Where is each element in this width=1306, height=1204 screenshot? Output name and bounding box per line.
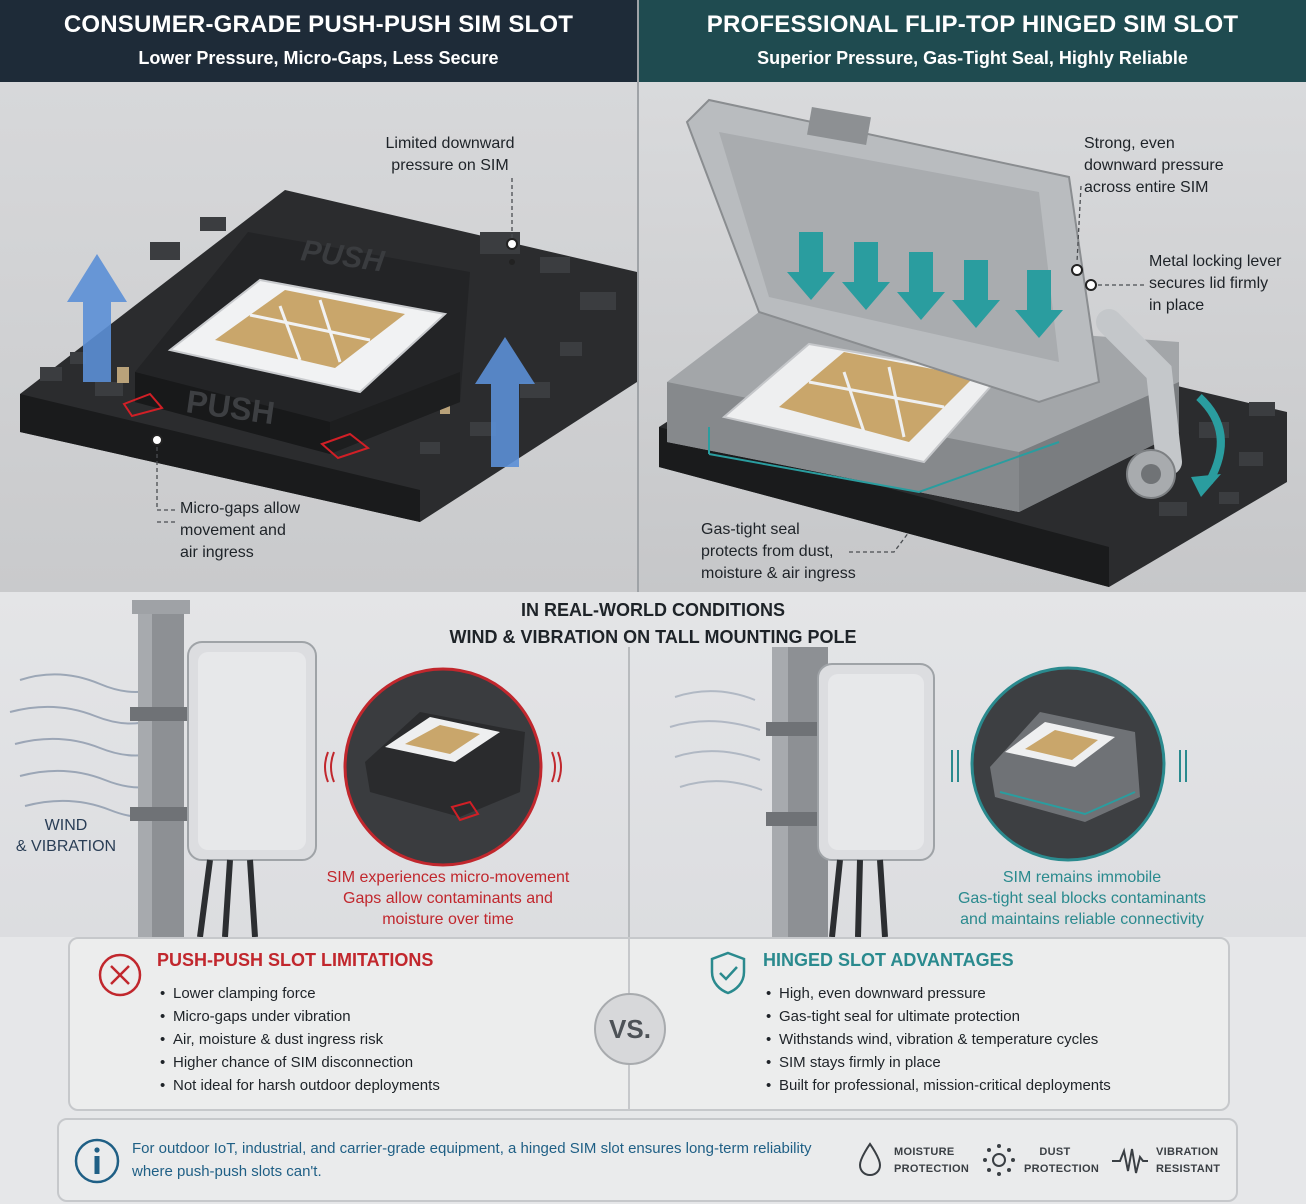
limitations-title: PUSH-PUSH SLOT LIMITATIONS [157, 950, 434, 970]
wind-vibration-label: WIND & VIBRATION [12, 815, 120, 857]
callout-line: pressure on SIM [391, 157, 509, 174]
info-icon [74, 1138, 120, 1184]
advantages-title: HINGED SLOT ADVANTAGES [763, 950, 1014, 970]
list-item: High, even downward pressure [766, 982, 1111, 1005]
feature-line: RESISTANT [1156, 1163, 1221, 1175]
info-line: where push-push slots can't. [132, 1163, 322, 1180]
caption-line: Gas-tight seal blocks contaminants [957, 890, 1207, 907]
callout-line: secures lid firmly [1149, 275, 1269, 292]
info-message: For outdoor IoT, industrial, and carrier… [132, 1137, 832, 1183]
caption-line: Gaps allow contaminants and [343, 890, 553, 907]
caption-line: SIM remains immobile [1002, 869, 1162, 886]
caption-line: and maintains reliable connectivity [960, 911, 1204, 928]
real-world-title-line: IN REAL-WORLD CONDITIONS [521, 600, 785, 620]
right-header: PROFESSIONAL FLIP-TOP HINGED SIM SLOT Su… [639, 0, 1306, 82]
list-item: SIM stays firmly in place [766, 1051, 1111, 1074]
strong-pressure-callout: Strong, even downward pressure across en… [1084, 133, 1284, 199]
moisture-protection-label: MOISTURE PROTECTION [894, 1144, 969, 1178]
left-header-subtitle: Lower Pressure, Micro-Gaps, Less Secure [138, 48, 499, 68]
real-world-title-line: WIND & VIBRATION ON TALL MOUNTING POLE [449, 627, 857, 647]
vibration-resistant-label: VIBRATION RESISTANT [1156, 1144, 1220, 1178]
wind-label-line: & VIBRATION [15, 838, 117, 855]
feature-line: PROTECTION [894, 1163, 970, 1175]
dust-protection-label: DUST PROTECTION [1024, 1144, 1100, 1178]
info-bar [57, 1118, 1238, 1202]
header-panel-divider [637, 0, 639, 592]
upward-arrow-icon [67, 254, 535, 467]
list-item: Not ideal for harsh outdoor deployments [160, 1074, 440, 1097]
callout-line: Limited downward [385, 135, 515, 152]
real-world-title: IN REAL-WORLD CONDITIONS WIND & VIBRATIO… [0, 597, 1306, 651]
downward-pressure-arrows [787, 232, 1063, 338]
limited-pressure-callout: Limited downward pressure on SIM [350, 133, 550, 177]
callout-line: air ingress [180, 544, 254, 561]
right-header-title: PROFESSIONAL FLIP-TOP HINGED SIM SLOT [706, 11, 1239, 38]
hinged-slot-illustration-panel [639, 82, 1306, 592]
left-header: CONSUMER-GRADE PUSH-PUSH SIM SLOT Lower … [0, 0, 637, 82]
callout-line: across entire SIM [1084, 179, 1209, 196]
callout-line: moisture & air ingress [701, 565, 856, 582]
list-item: Micro-gaps under vibration [160, 1005, 440, 1028]
callout-line: Micro-gaps allow [180, 500, 301, 517]
caption-line: SIM experiences micro-movement [326, 869, 570, 886]
feature-line: DUST [1039, 1146, 1071, 1158]
list-item: Gas-tight seal for ultimate protection [766, 1005, 1111, 1028]
droplet-icon [858, 1142, 882, 1177]
shield-check-icon [710, 951, 746, 995]
callout-line: Metal locking lever [1149, 253, 1282, 270]
right-condition-caption: SIM remains immobile Gas-tight seal bloc… [930, 867, 1234, 930]
real-world-illustration [9, 600, 1187, 938]
push-push-illustration-panel: PUSH PUSH [0, 82, 637, 592]
callout-line: Gas-tight seal [701, 521, 800, 538]
callout-line: Strong, even [1084, 135, 1175, 152]
limitations-list: Lower clamping force Micro-gaps under vi… [160, 982, 440, 1097]
callout-line: protects from dust, [701, 543, 834, 560]
push-push-slot-illustration: PUSH PUSH [20, 178, 637, 523]
callout-line: in place [1149, 297, 1205, 314]
micro-gaps-callout: Micro-gaps allow movement and air ingres… [180, 498, 380, 564]
list-item: Air, moisture & dust ingress risk [160, 1028, 440, 1051]
callout-line: downward pressure [1084, 157, 1224, 174]
caption-line: moisture over time [382, 911, 514, 928]
feature-line: MOISTURE [894, 1146, 955, 1158]
wind-label-line: WIND [44, 817, 88, 834]
vs-badge: VS. [594, 993, 666, 1065]
list-item: Higher chance of SIM disconnection [160, 1051, 440, 1074]
list-item: Lower clamping force [160, 982, 440, 1005]
gas-tight-seal-callout: Gas-tight seal protects from dust, moist… [701, 519, 901, 585]
locking-lever-callout: Metal locking lever secures lid firmly i… [1149, 251, 1306, 317]
feature-line: VIBRATION [1156, 1146, 1219, 1158]
vibration-wave-icon [1112, 1147, 1148, 1174]
wind-lines-icon [669, 690, 763, 791]
advantages-list: High, even downward pressure Gas-tight s… [766, 982, 1111, 1097]
hinged-slot-illustration [659, 98, 1287, 587]
info-line: For outdoor IoT, industrial, and carrier… [132, 1140, 812, 1157]
dust-icon [983, 1144, 1015, 1176]
feature-line: PROTECTION [1024, 1163, 1100, 1175]
error-x-icon [98, 953, 142, 997]
right-header-subtitle: Superior Pressure, Gas-Tight Seal, Highl… [757, 48, 1188, 68]
left-condition-caption: SIM experiences micro-movement Gaps allo… [300, 867, 596, 930]
real-world-section [0, 592, 1306, 938]
callout-line: movement and [180, 522, 286, 539]
list-item: Withstands wind, vibration & temperature… [766, 1028, 1111, 1051]
list-item: Built for professional, mission-critical… [766, 1074, 1111, 1097]
left-header-title: CONSUMER-GRADE PUSH-PUSH SIM SLOT [63, 11, 574, 38]
